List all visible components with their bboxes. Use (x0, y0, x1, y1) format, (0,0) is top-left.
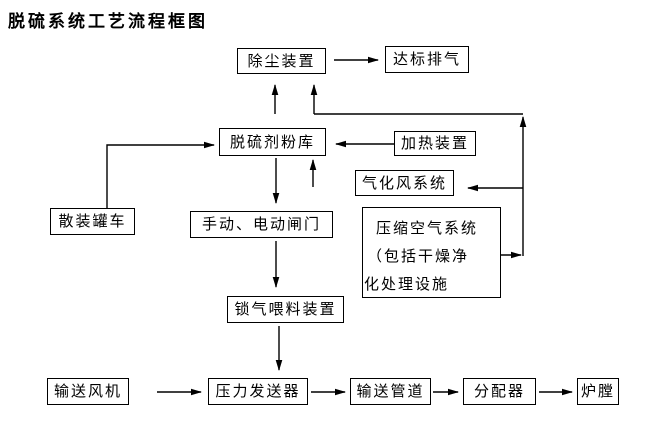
node-gate-valve: 手动、电动闸门 (190, 211, 333, 238)
node-dust-collector: 除尘装置 (237, 48, 326, 74)
node-exhaust: 达标排气 (385, 46, 469, 73)
node-pressure-transmitter: 压力发送器 (208, 378, 308, 405)
node-distributor: 分配器 (463, 378, 536, 405)
arrow-tanker-to-silo (106, 141, 215, 208)
node-bulk-tanker: 散装罐车 (50, 208, 135, 235)
node-heater: 加热装置 (394, 131, 476, 156)
node-gasification-air: 气化风系统 (355, 170, 454, 196)
node-desulfurizer-silo: 脱硫剂粉库 (219, 128, 326, 156)
diagram-title: 脱硫系统工艺流程框图 (8, 12, 208, 32)
node-furnace: 炉膛 (577, 378, 619, 405)
node-compressed-air-line3: 化处理设施 (364, 275, 450, 293)
node-compressed-air-line1: 压缩空气系统 (376, 219, 479, 237)
node-conveying-pipeline: 输送管道 (350, 378, 431, 405)
node-compressed-air: 压缩空气系统 （包括干燥净 化处理设施 (362, 207, 501, 298)
node-compressed-air-line2: （包括干燥净 (367, 247, 470, 265)
node-conveying-fan: 输送风机 (47, 378, 129, 405)
node-airlock-feeder: 锁气喂料装置 (227, 296, 344, 323)
